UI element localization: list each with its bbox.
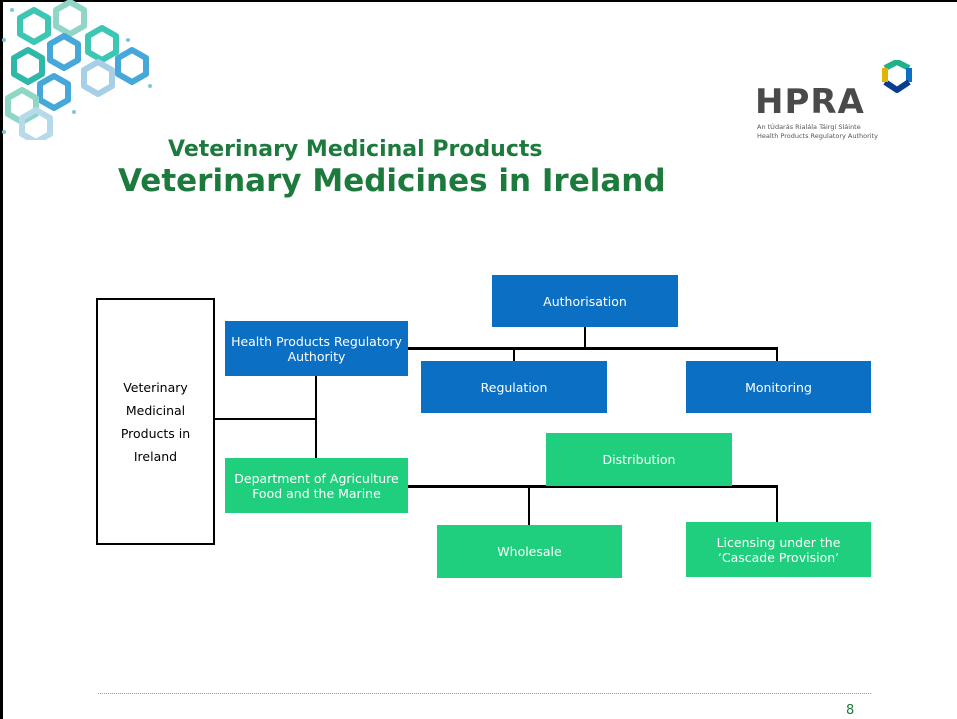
root-node-label: Veterinary Medicinal Products in Ireland: [120, 379, 191, 464]
hpra-logo-english-name: Health Products Regulatory Authority: [757, 132, 878, 140]
hpra-logo-irish-name: An tÚdarás Rialála Táirgí Sláinte: [757, 123, 861, 131]
connector-monitoring: [776, 347, 778, 361]
dafm-node-label: Department of Agriculture Food and the M…: [234, 470, 399, 501]
hpra-logo: HPRA An tÚdarás Rialála Táirgí Sláinte H…: [755, 60, 915, 156]
hpra-logo-icon: [882, 60, 912, 93]
hpra-node: Health Products Regulatory Authority: [225, 321, 408, 376]
dafm-node: Department of Agriculture Food and the M…: [225, 458, 408, 513]
page-number: 8: [846, 703, 855, 718]
wholesale-node: Wholesale: [437, 525, 622, 578]
connector-licensing: [776, 485, 778, 522]
connector-root-branch: [215, 418, 317, 420]
licensing-node-label: Licensing under the ‘Cascade Provision’: [716, 534, 841, 565]
connector-vertical-branch: [315, 376, 317, 458]
connector-wholesale: [528, 485, 530, 527]
distribution-node: Distribution: [546, 433, 732, 486]
hpra-logo-text: HPRA: [755, 82, 865, 122]
root-node-box: Veterinary Medicinal Products in Ireland: [96, 298, 215, 545]
wholesale-node-label: Wholesale: [497, 544, 562, 559]
regulation-node: Regulation: [421, 361, 607, 413]
hpra-node-label: Health Products Regulatory Authority: [231, 333, 402, 364]
authorisation-node: Authorisation: [492, 275, 678, 327]
monitoring-node: Monitoring: [686, 361, 871, 413]
molecule-decoration-icon: [2, 0, 152, 140]
slide-border-left: [0, 0, 3, 719]
monitoring-node-label: Monitoring: [745, 379, 812, 395]
regulation-node-label: Regulation: [480, 379, 548, 395]
connector-authorisation: [584, 326, 586, 348]
connector-hpra-horizontal: [408, 347, 778, 350]
slide-subtitle: Veterinary Medicinal Products: [168, 137, 543, 162]
slide-border-top: [0, 0, 957, 2]
authorisation-node-label: Authorisation: [543, 293, 627, 309]
connector-dafm-horizontal: [408, 485, 778, 488]
distribution-node-label: Distribution: [602, 452, 676, 467]
licensing-node: Licensing under the ‘Cascade Provision’: [686, 522, 871, 577]
slide-title: Veterinary Medicines in Ireland: [118, 163, 666, 199]
footer-divider: [98, 693, 871, 694]
connector-regulation: [513, 347, 515, 361]
